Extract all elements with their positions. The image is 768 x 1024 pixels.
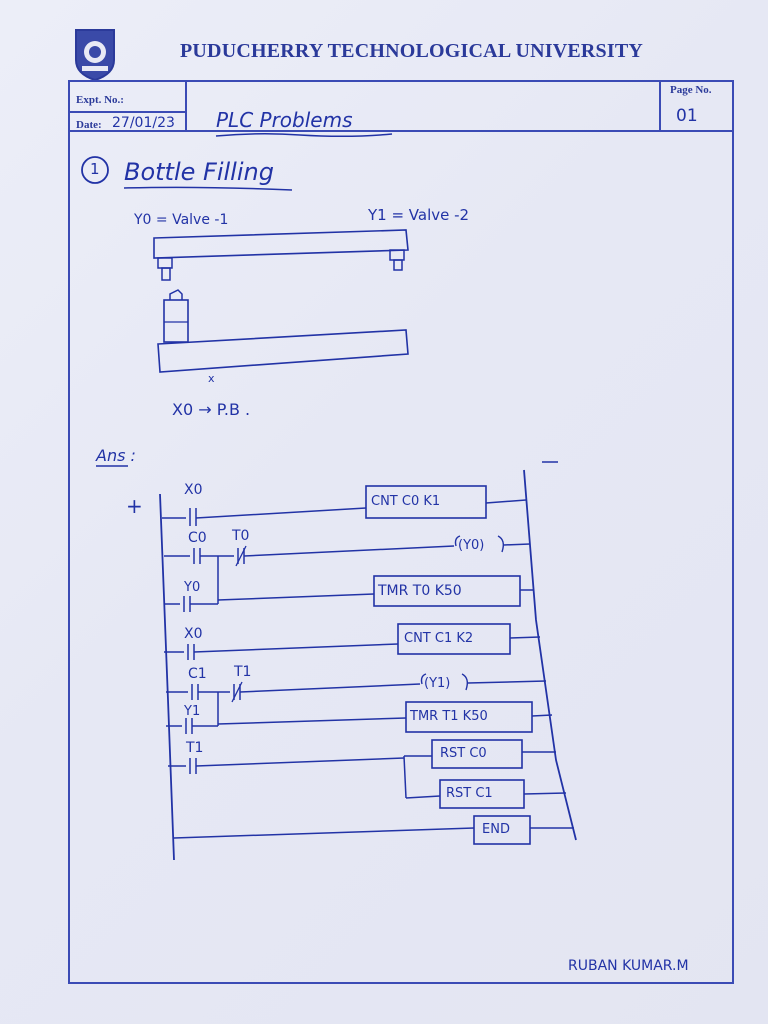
valve-1-label: Y0 = Valve -1 — [134, 212, 229, 228]
answer-label: Ans : — [96, 446, 136, 465]
date-value: 27/01/23 — [112, 115, 175, 131]
university-title: PUDUCHERRY TECHNOLOGICAL UNIVERSITY — [180, 40, 644, 62]
rung-8-output: RST C1 — [446, 786, 493, 801]
date-label: Date: — [76, 119, 102, 131]
rung-6-contact: Y1 — [184, 704, 201, 719]
x-mark: x — [208, 372, 215, 385]
rung-2-output: (Y0) — [458, 538, 485, 553]
rung-7-contact: T1 — [186, 740, 204, 756]
power-plus: + — [126, 494, 143, 518]
rung-4-contact: X0 — [184, 626, 203, 642]
rung-5-contact-1: C1 — [188, 666, 207, 682]
rung-1-output: CNT C0 K1 — [371, 494, 441, 509]
valve-2-label: Y1 = Valve -2 — [368, 206, 470, 224]
rung-2-contact-1: C0 — [188, 530, 207, 546]
end-instruction: END — [482, 822, 510, 837]
rung-1-contact: X0 — [184, 482, 203, 498]
rung-4-output: CNT C1 K2 — [404, 631, 474, 646]
header-row — [68, 80, 734, 132]
page-frame — [68, 80, 734, 984]
rung-3-contact: Y0 — [184, 580, 201, 595]
input-note: X0 → P.B . — [172, 400, 251, 419]
page-label: Page No. — [670, 84, 712, 96]
rung-5-output: (Y1) — [424, 676, 451, 691]
rung-5-contact-2: T1 — [234, 664, 252, 680]
rung-3-output: TMR T0 K50 — [378, 583, 462, 599]
expt-label: Expt. No.: — [76, 94, 124, 106]
rung-6-output: TMR T1 K50 — [410, 709, 488, 724]
rung-2-contact-2: T0 — [232, 528, 250, 544]
topic-title: PLC Problems — [216, 108, 353, 132]
page-value: 01 — [676, 106, 698, 126]
university-logo-icon — [75, 29, 115, 82]
problem-title: Bottle Filling — [124, 158, 274, 186]
problem-number: 1 — [90, 160, 100, 178]
student-signature: RUBAN KUMAR.M — [568, 958, 689, 974]
rung-7-output: RST C0 — [440, 746, 487, 761]
